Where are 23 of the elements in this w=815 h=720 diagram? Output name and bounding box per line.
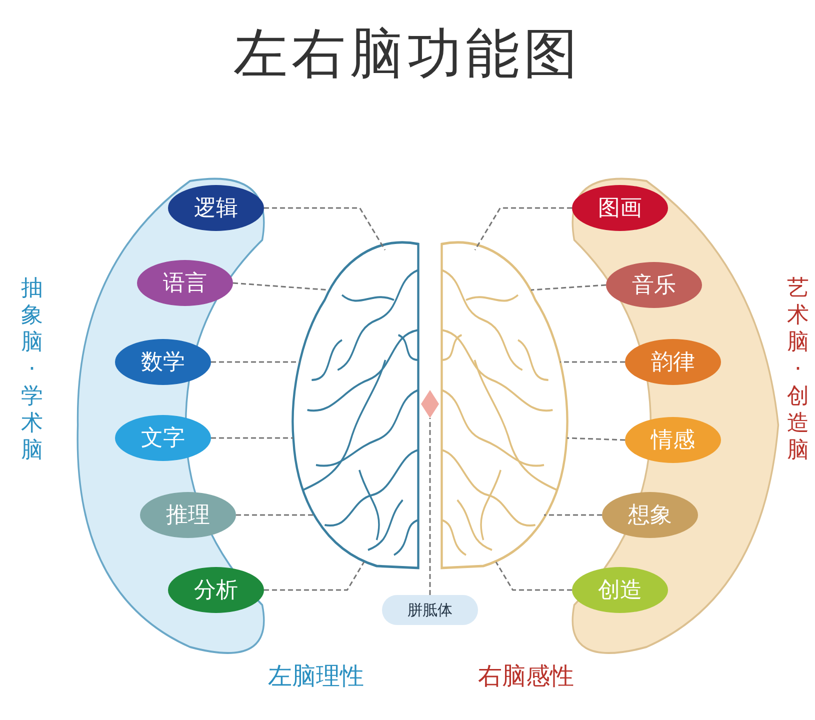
side-heading: 艺术脑 · 创造脑 — [786, 275, 810, 464]
leader-line — [566, 437, 626, 441]
leader-line — [211, 361, 300, 363]
leader-line — [495, 562, 572, 591]
brain-hemisphere-drawing — [290, 240, 420, 570]
leader-line — [429, 418, 431, 595]
leader-line — [544, 514, 602, 516]
side-panel — [570, 175, 810, 655]
leader-line — [264, 562, 365, 591]
hemisphere-caption: 左脑理性 — [268, 661, 364, 692]
side-heading: 抽象脑 · 学术脑 — [20, 275, 44, 464]
part-label: 胼胝体 — [382, 595, 478, 625]
leader-line — [264, 207, 386, 250]
skill-bubble: 想象 — [602, 492, 698, 538]
title: 左右脑功能图 — [232, 21, 582, 87]
brain-hemisphere-drawing — [440, 240, 570, 570]
leader-line — [211, 437, 293, 439]
leader-line — [530, 284, 606, 291]
leader-line — [560, 361, 625, 363]
leader-line — [474, 207, 572, 250]
leader-line — [232, 282, 330, 291]
leader-line — [236, 514, 316, 516]
hemisphere-caption: 右脑感性 — [478, 661, 574, 692]
